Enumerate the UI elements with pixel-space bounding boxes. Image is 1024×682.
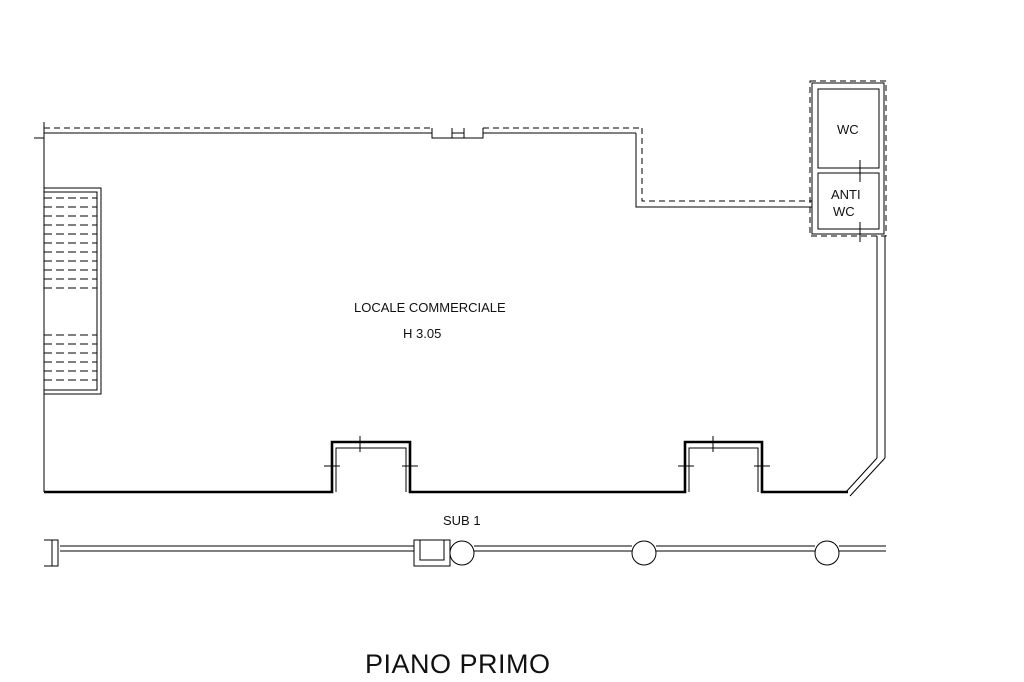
main-room-outline [34, 122, 886, 497]
main-room-height-label: H 3.05 [403, 326, 442, 341]
anti-wc-label-line2: WC [833, 204, 855, 219]
main-room-name-label: LOCALE COMMERCIALE [354, 300, 506, 315]
sub-balcony [44, 539, 886, 567]
floor-title: PIANO PRIMO [365, 649, 551, 679]
sub-label: SUB 1 [443, 513, 481, 528]
wc-block [809, 80, 887, 242]
bottom-wall [44, 436, 848, 494]
wc-label: WC [837, 122, 859, 137]
staircase [43, 187, 102, 395]
anti-wc-label-line1: ANTI [831, 187, 861, 202]
